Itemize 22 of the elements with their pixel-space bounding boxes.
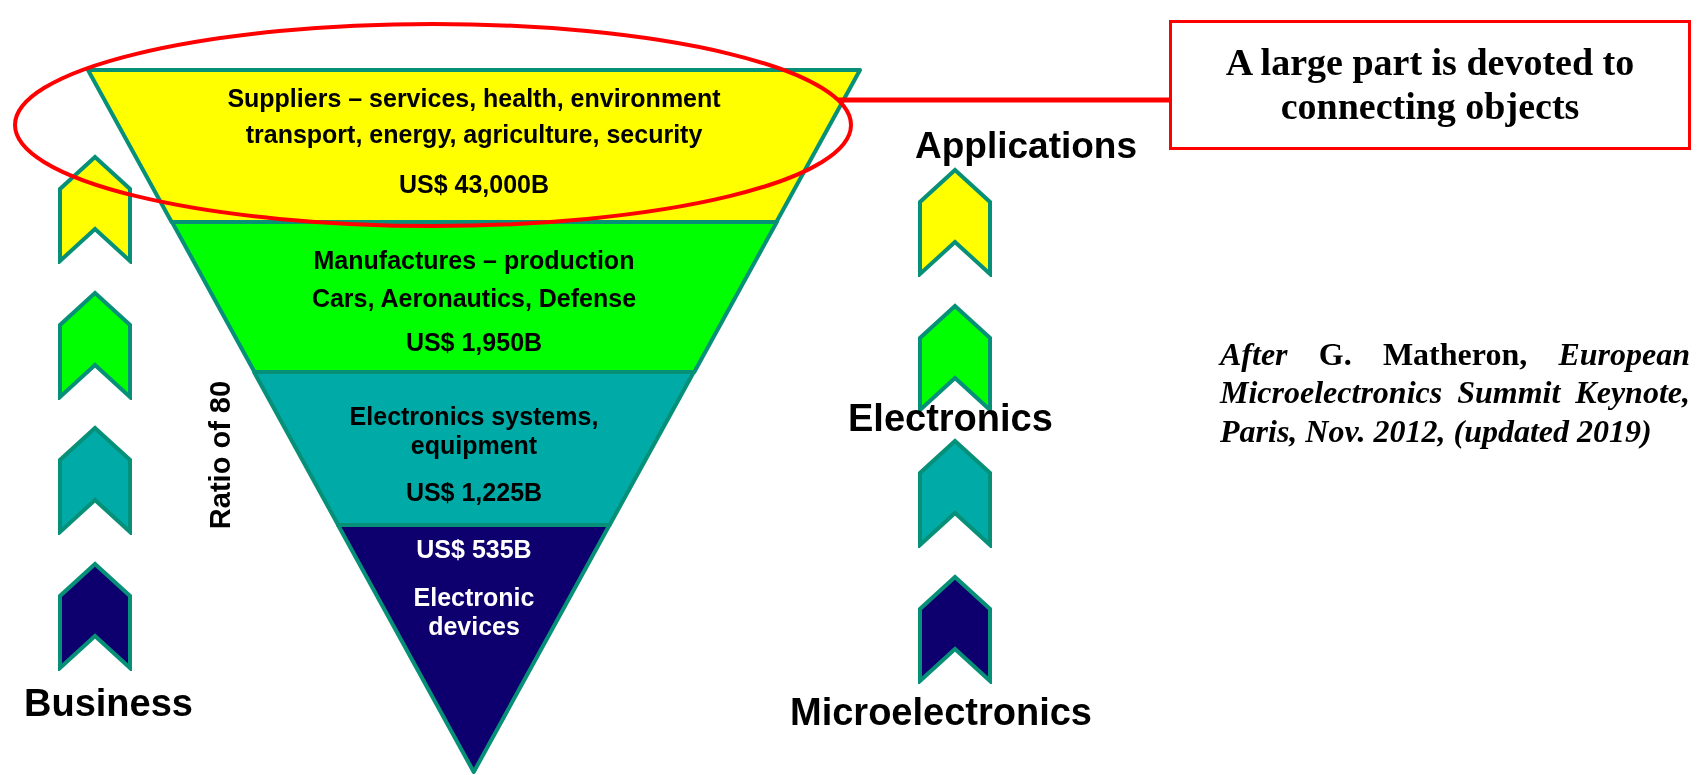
band-heading: Suppliers – services, health, environment bbox=[227, 84, 721, 113]
funnel-band bbox=[254, 372, 694, 525]
callout-text: A large part is devoted to connecting objects bbox=[1224, 41, 1636, 129]
axis-label: Applications bbox=[915, 126, 1138, 167]
citation-note: After G. Matheron, European Microelectronics Summit Keynote, Paris, Nov. 2012, (updated 2019) bbox=[1220, 335, 1690, 451]
band-heading: Manufactures – production bbox=[313, 246, 635, 275]
market-value: US$ 1,225B bbox=[405, 478, 543, 507]
band-heading: transport, energy, agriculture, security bbox=[245, 120, 703, 149]
market-value: US$ 1,950B bbox=[405, 328, 543, 357]
band-heading: Electronics systems, equipment bbox=[348, 402, 600, 460]
axis-label: Business bbox=[24, 683, 193, 725]
axis-label: Microelectronics bbox=[790, 692, 1092, 734]
market-value: US$ 43,000B bbox=[398, 170, 550, 199]
funnel-band bbox=[171, 222, 777, 372]
band-heading: Electronic devices bbox=[412, 583, 536, 641]
highlight-ellipse bbox=[13, 22, 853, 228]
ratio-label: Ratio of 80 bbox=[205, 380, 238, 530]
market-value: US$ 535B bbox=[416, 535, 532, 564]
axis-label: Electronics bbox=[848, 398, 1053, 440]
callout-box bbox=[1169, 20, 1691, 150]
band-heading: Cars, Aeronautics, Defense bbox=[311, 284, 637, 313]
funnel-band bbox=[338, 525, 610, 772]
